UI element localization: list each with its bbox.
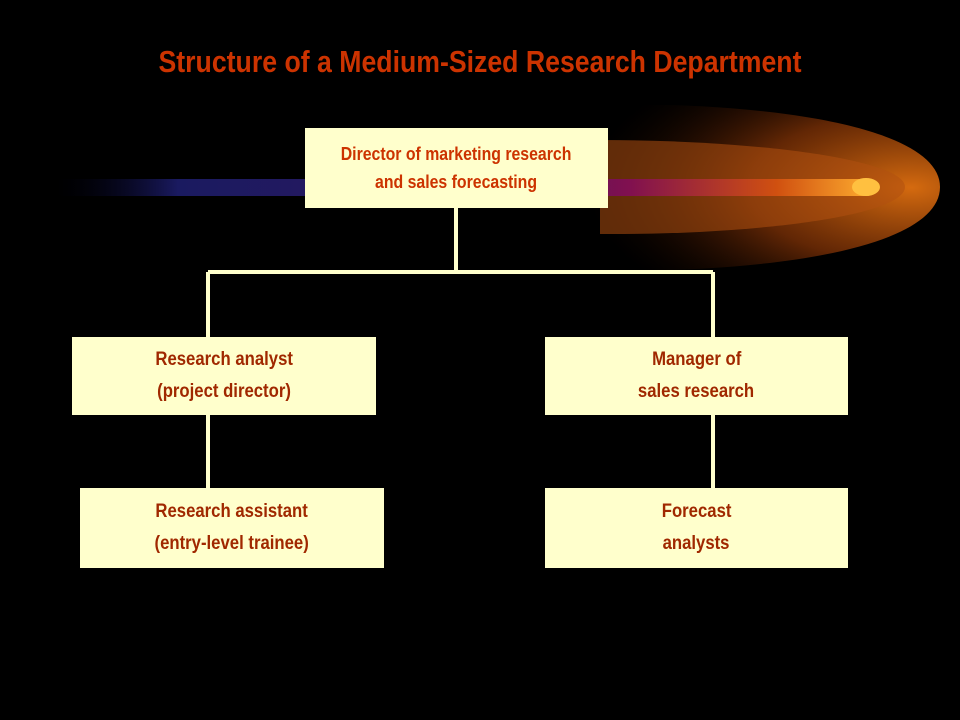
node-research-assistant-line2: (entry-level trainee)	[154, 533, 310, 554]
node-forecast-line1: Forecast	[661, 501, 732, 522]
node-research-analyst: Research analyst (project director)	[72, 337, 376, 415]
node-forecast-line2: analysts	[663, 533, 730, 554]
slide-title: Structure of a Medium-Sized Research Dep…	[158, 44, 802, 79]
node-research-analyst-line2: (project director)	[157, 381, 291, 402]
node-director-line1: Director of marketing research	[341, 144, 572, 164]
node-director: Director of marketing research and sales…	[305, 128, 608, 208]
node-research-assistant: Research assistant (entry-level trainee)	[80, 488, 384, 568]
node-manager-line2: sales research	[638, 381, 755, 402]
node-manager-line1: Manager of	[651, 349, 742, 370]
node-director-line2: and sales forecasting	[375, 172, 538, 192]
node-manager-sales-research: Manager of sales research	[545, 337, 848, 415]
node-research-assistant-line1: Research assistant	[155, 501, 309, 522]
node-forecast-analysts: Forecast analysts	[545, 488, 848, 568]
node-research-analyst-line1: Research analyst	[155, 349, 293, 370]
comet-head	[852, 178, 880, 196]
